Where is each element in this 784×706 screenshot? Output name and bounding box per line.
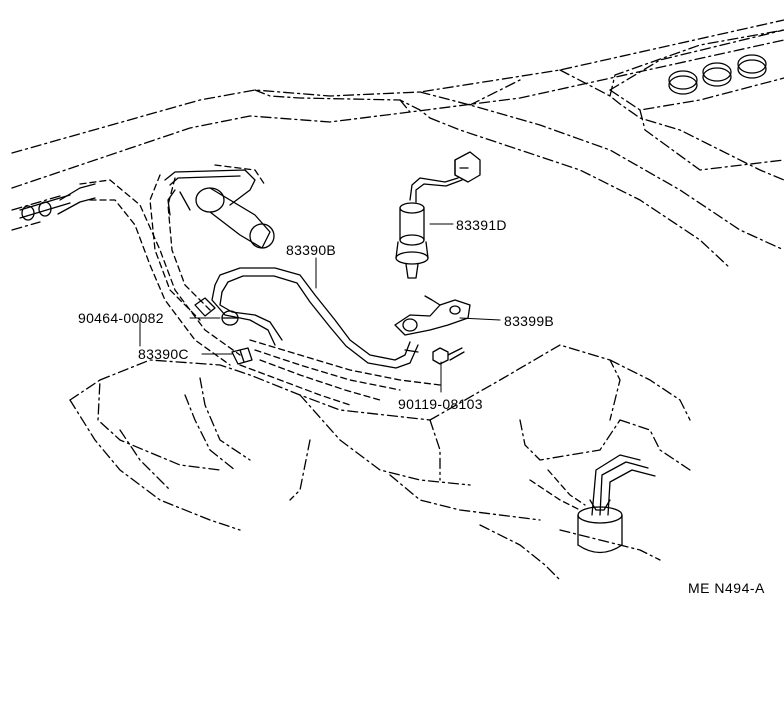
- bracket-83399b: [394, 295, 471, 336]
- sensor-83391d: [395, 151, 481, 279]
- battery-outline: [609, 29, 784, 171]
- label-83390c: 83390C: [138, 346, 189, 362]
- vapor-lines: [239, 339, 441, 406]
- diagram-reference-code: ME N494-A: [688, 580, 765, 596]
- label-83399b: 83399B: [504, 313, 555, 329]
- vacuum-switching-valve: [164, 169, 275, 249]
- label-83391d: 83391D: [456, 217, 507, 233]
- label-83390b: 83390B: [286, 242, 337, 258]
- lower-body-outline: [69, 344, 691, 581]
- lower-connector: [529, 454, 656, 554]
- bolt-90119: [432, 347, 465, 365]
- clamps-group: [194, 297, 253, 365]
- label-90464-00082: 90464-00082: [78, 310, 164, 326]
- leader-lines: [139, 223, 501, 393]
- hose-83390b: [211, 267, 419, 369]
- left-harness: [19, 164, 266, 366]
- label-90119-08103: 90119-08103: [398, 396, 483, 412]
- body-panel-outline: [11, 19, 784, 269]
